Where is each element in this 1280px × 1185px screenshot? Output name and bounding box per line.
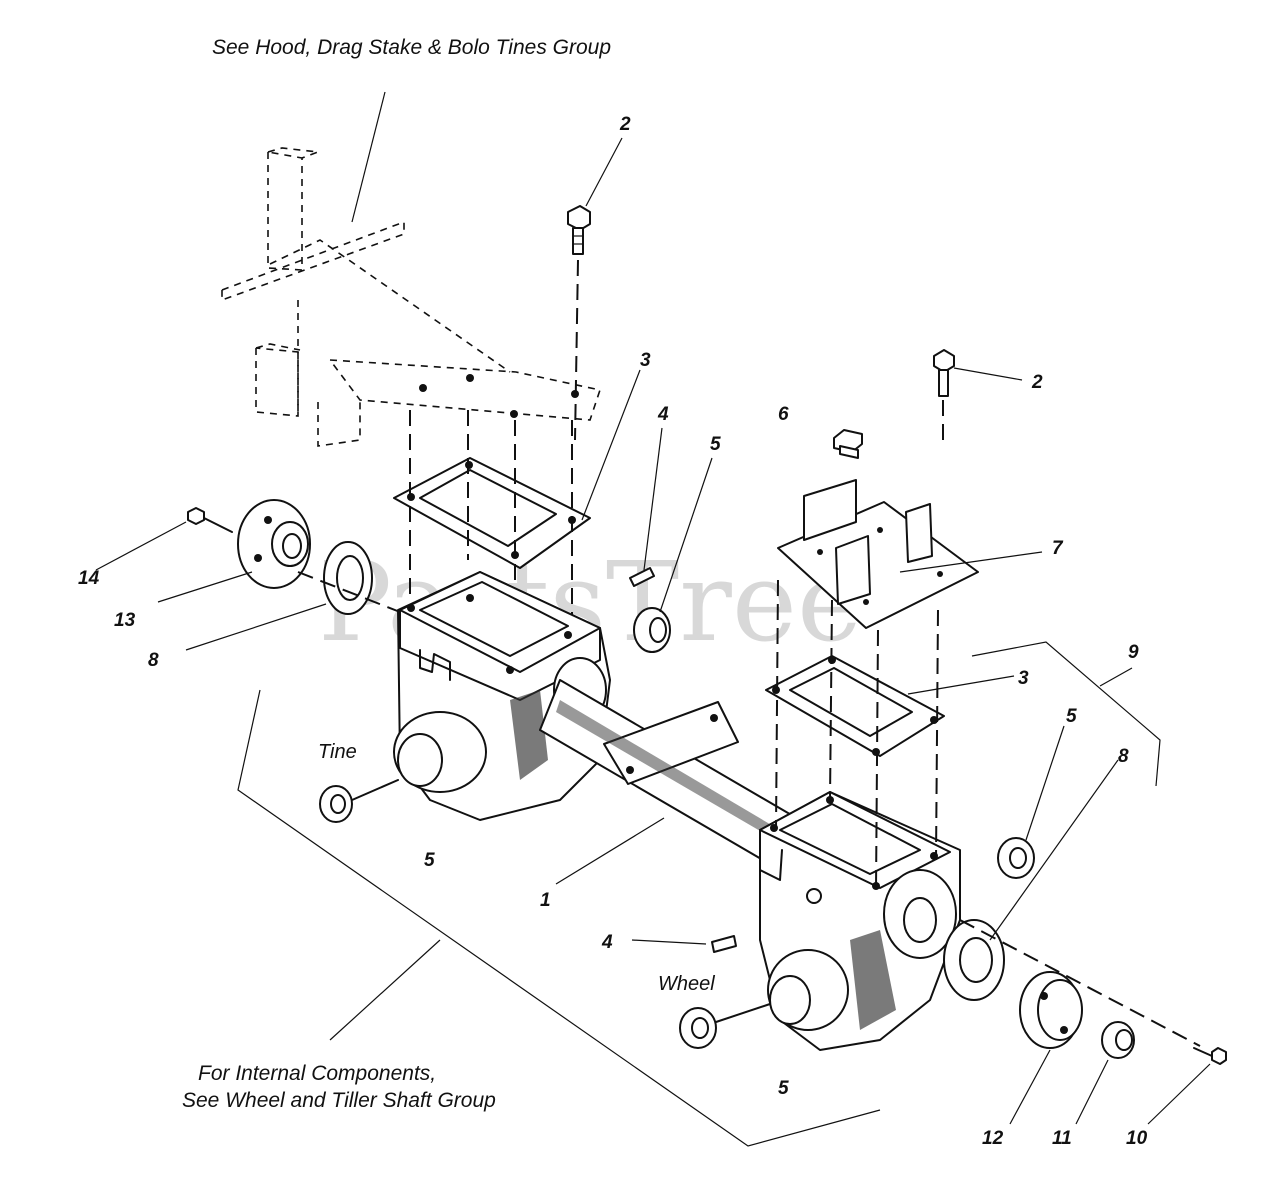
label-tine: Tine: [318, 741, 357, 763]
bearing-5-right-top: [997, 837, 1035, 879]
axle-centerline-right: [959, 919, 1201, 1047]
callout-5-tine: 5: [424, 850, 435, 871]
gasket-3-right: [765, 655, 945, 757]
alignment-lines-right: [775, 579, 939, 891]
callout-7: 7: [1052, 538, 1064, 559]
callout-11: 11: [1052, 1128, 1072, 1149]
bearing-5-wheel: [679, 1003, 771, 1049]
note-internal-components-line2: See Wheel and Tiller Shaft Group: [182, 1089, 496, 1112]
setscrew-4-left: [629, 567, 655, 587]
bolt-10: [1193, 1047, 1227, 1065]
alignment-lines-left: [409, 410, 573, 650]
mount-plate-7: [777, 479, 979, 629]
callout-5-right: 5: [1066, 706, 1077, 727]
callout-4-top: 4: [657, 404, 669, 425]
note-internal-components-line1: For Internal Components,: [198, 1062, 437, 1085]
seal-8-right: [943, 919, 1005, 1001]
gasket-3-left: [393, 457, 591, 569]
note-hood-group: See Hood, Drag Stake & Bolo Tines Group: [212, 36, 612, 59]
callout-5-top: 5: [710, 434, 721, 455]
leader-lines: [95, 137, 1211, 1125]
callout-3-left: 3: [640, 350, 651, 371]
bearing-5-tine: [319, 779, 399, 823]
leader-hood-note: [351, 91, 386, 223]
callout-5-wheel: 5: [778, 1078, 789, 1099]
setscrew-4-right: [711, 935, 737, 953]
hub-13: [237, 499, 311, 589]
seal-8-left: [297, 541, 401, 615]
callout-3-right: 3: [1018, 668, 1029, 689]
callout-2-right: 2: [1031, 372, 1043, 393]
callout-12: 12: [982, 1128, 1004, 1149]
callout-1: 1: [540, 890, 551, 911]
callout-2-top: 2: [619, 114, 631, 135]
callout-9: 9: [1128, 642, 1139, 663]
callout-8-left: 8: [148, 650, 159, 671]
tube-1: [539, 679, 807, 873]
callout-14: 14: [78, 568, 100, 589]
callout-8-right: 8: [1118, 746, 1129, 767]
hub-12: [1019, 971, 1083, 1049]
callout-10: 10: [1126, 1128, 1148, 1149]
gearcase-right: [759, 791, 961, 1051]
hood-bracket-phantom: [221, 147, 602, 447]
callout-4-bottom: 4: [601, 932, 613, 953]
bolt-2-right: [933, 349, 955, 440]
bolt-2-left: [567, 205, 591, 441]
spacer-11: [1101, 1021, 1135, 1059]
callout-13: 13: [114, 610, 136, 631]
plug-6: [833, 429, 863, 459]
bearing-5-left-top: [633, 607, 671, 653]
label-wheel: Wheel: [658, 973, 715, 995]
bolt-14: [187, 507, 233, 533]
bracket-9: [971, 641, 1161, 787]
callout-6: 6: [778, 404, 789, 425]
bracket-internal-components: [237, 689, 881, 1147]
